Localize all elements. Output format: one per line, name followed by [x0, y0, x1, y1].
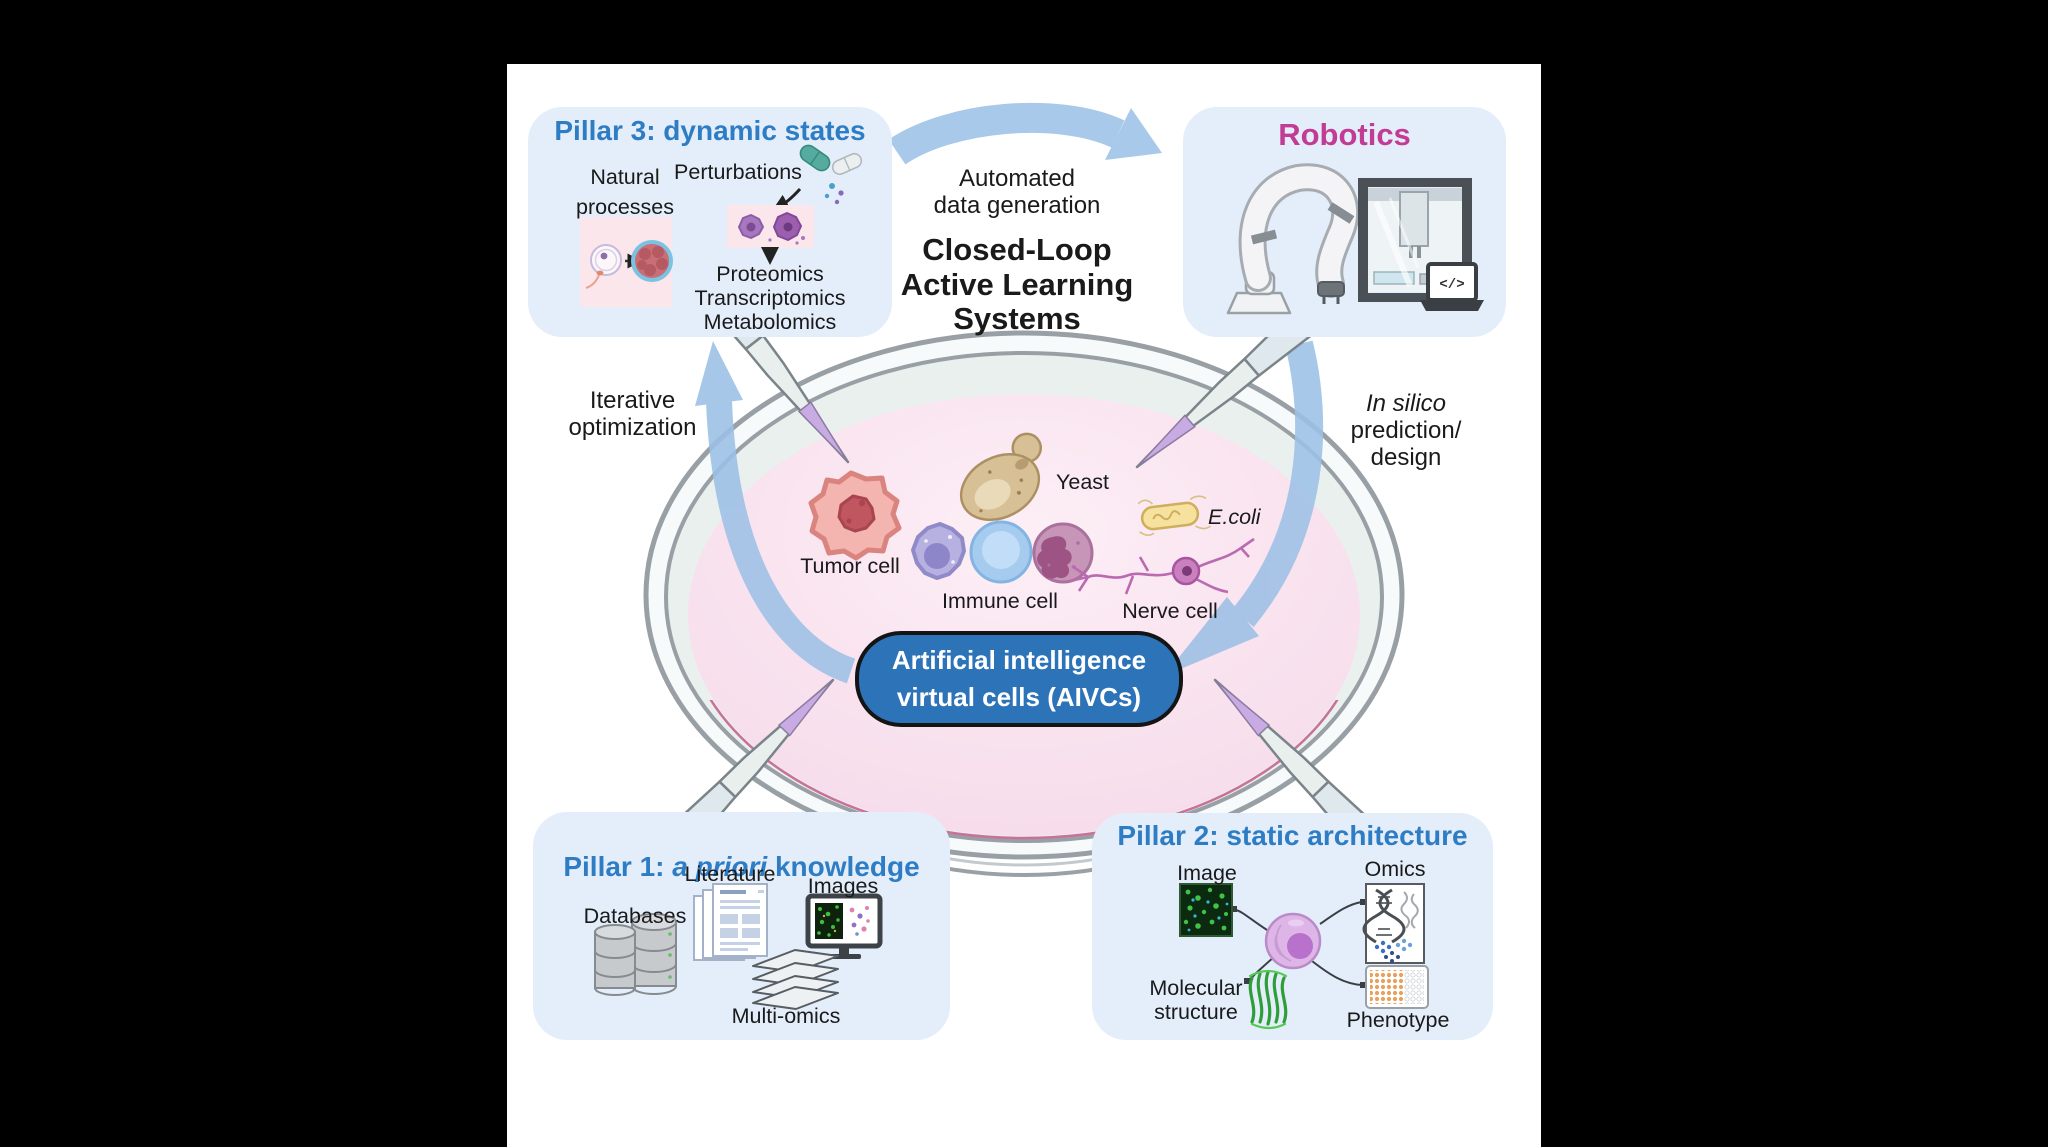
literature-label: Literature [684, 862, 776, 886]
perturbations-label: Perturbations [674, 160, 802, 184]
ecoli-label: E.coli [1208, 505, 1261, 529]
pillar1-title-pre: Pillar 1: [563, 850, 673, 882]
iterative-optimization-label: Iterative optimization [568, 387, 697, 441]
insilico-rest: prediction/ design [1350, 416, 1462, 471]
nerve-cell-label: Nerve cell [1122, 599, 1218, 623]
molecular-structure-label: Molecular structure [1149, 976, 1243, 1025]
image-label: Image [1177, 861, 1237, 885]
tumor-cell-label: Tumor cell [800, 554, 900, 578]
natural-processes-label: Natural processes [576, 165, 674, 220]
aivc-badge: Artificial intelligence virtual cells (A… [855, 631, 1183, 727]
pillar3-title: Pillar 3: dynamic states [554, 115, 866, 146]
yeast-label: Yeast [1056, 470, 1110, 494]
omics-label: Omics [1364, 857, 1426, 881]
pillar2-title: Pillar 2: static architecture [1117, 820, 1468, 851]
databases-label: Databases [583, 904, 687, 928]
closed-loop-label: Closed-Loop Active Learning Systems [900, 232, 1134, 337]
robotics-title: Robotics [1278, 117, 1411, 152]
insilico-label: In silico prediction/ design [1330, 364, 1482, 498]
phenotype-label: Phenotype [1346, 1008, 1450, 1032]
omics-list-label: Proteomics Transcriptomics Metabolomics [694, 262, 846, 335]
automated-data-label: Automated data generation [933, 165, 1101, 219]
multiomics-label: Multi-omics [731, 1004, 841, 1028]
insilico-italic: In silico [1365, 389, 1447, 417]
images-label: Images [807, 874, 879, 898]
immune-cell-label: Immune cell [942, 589, 1058, 613]
